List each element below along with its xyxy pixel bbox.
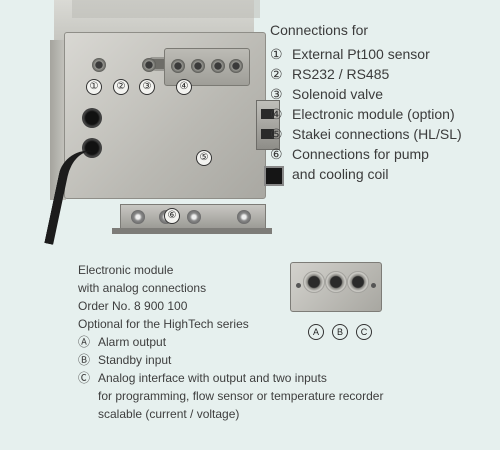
- pt100-socket: [92, 58, 106, 72]
- electronic-module-photo: [290, 262, 382, 312]
- list-item-continuation: and cooling coil: [292, 166, 389, 182]
- pump-connector: [131, 210, 145, 224]
- list-item-continuation: scalable (current / voltage): [98, 407, 240, 421]
- connections-title: Connections for: [270, 22, 369, 38]
- callout-6: ⑥: [164, 208, 180, 224]
- module-socket-a: [303, 271, 325, 293]
- thermostat-rear-photo: [42, 0, 284, 255]
- module-line: with analog connections: [78, 281, 207, 295]
- stakei-socket: [264, 166, 284, 186]
- module-line: Order No. 8 900 100: [78, 299, 188, 313]
- label-b: B: [332, 324, 348, 340]
- module-socket: [211, 59, 225, 73]
- callout-4: ④: [176, 79, 192, 95]
- electronic-module-plate: [164, 48, 250, 86]
- pump-connector: [237, 210, 251, 224]
- list-item-continuation: for programming, flow sensor or temperat…: [98, 389, 384, 403]
- callout-1: ①: [86, 79, 102, 95]
- module-socket-c: [347, 271, 369, 293]
- module-line: Optional for the HighTech series: [78, 317, 249, 331]
- callout-5: ⑤: [196, 150, 212, 166]
- solenoid-socket: [142, 58, 156, 72]
- module-description: Electronic module with analog connection…: [78, 261, 383, 423]
- device-side: [50, 40, 66, 200]
- pump-connection-bar: [120, 204, 266, 230]
- module-socket: [171, 59, 185, 73]
- stakei-connector-block: [256, 100, 280, 150]
- device-base: [112, 228, 272, 234]
- callout-3: ③: [139, 79, 155, 95]
- callout-2: ②: [113, 79, 129, 95]
- label-a: A: [308, 324, 324, 340]
- pump-connector: [187, 210, 201, 224]
- power-socket: [82, 108, 102, 128]
- module-socket-b: [325, 271, 347, 293]
- module-photo-labels: A B C: [308, 324, 372, 340]
- label-c: C: [356, 324, 372, 340]
- module-socket: [229, 59, 243, 73]
- module-socket: [191, 59, 205, 73]
- power-socket: [82, 138, 102, 158]
- module-line: Electronic module: [78, 263, 174, 277]
